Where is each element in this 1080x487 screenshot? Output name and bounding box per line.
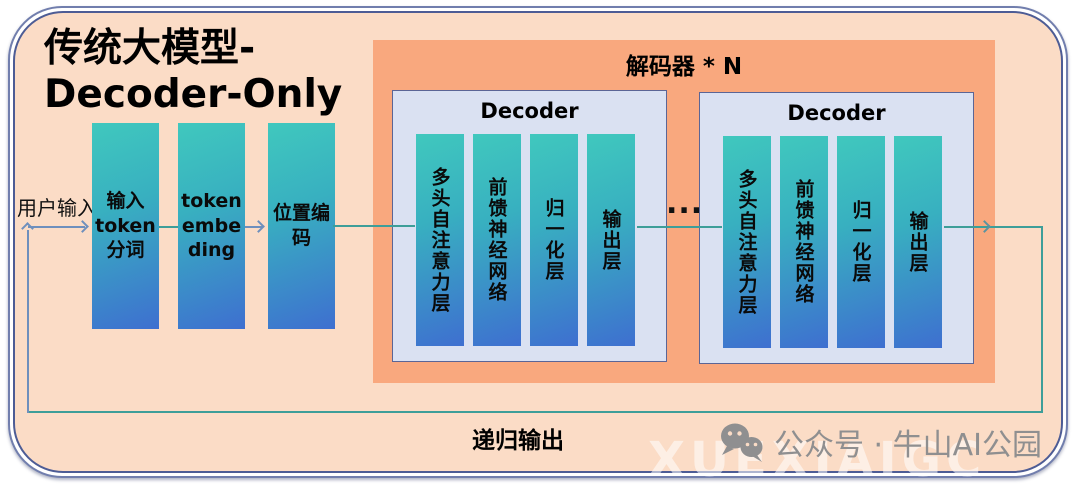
decoder-2-output-label: 输出层 (906, 210, 929, 274)
connector-decoder1-decoder2 (637, 226, 722, 228)
watermark-account-text: 公众号 · 牛山AI公园 (774, 428, 1042, 463)
decoder-2-feedforward-bar: 前馈神经网络 (780, 136, 828, 348)
decoder-2-feedforward-label: 前馈神经网络 (792, 179, 815, 305)
decoder-2-output-bar: 输出层 (894, 136, 942, 348)
connector-box2-box3 (245, 226, 263, 228)
positional-encoding-box: 位置编 码 (268, 123, 335, 329)
decoder-1-self-attention-bar: 多头自注意力层 (416, 134, 464, 346)
positional-encoding-label: 位置编 码 (272, 202, 330, 249)
connector-box1-box2 (159, 226, 178, 228)
connector-decoder2-output (944, 226, 1043, 228)
decoder-1-normalization-bar: 归一化层 (530, 134, 578, 346)
decoder-2-title: Decoder (787, 101, 886, 125)
decoder-2-self-attention-label: 多头自注意力层 (735, 168, 758, 316)
token-embedding-label: token embe ding (181, 189, 242, 262)
token-embedding-box: token embe ding (178, 123, 245, 329)
decoder-2-normalization-bar: 归一化层 (837, 136, 885, 348)
decoder-1-normalization-label: 归一化层 (542, 198, 565, 282)
connector-box3-decoder1 (333, 225, 415, 227)
user-input-label: 用户输入 (17, 196, 97, 220)
recursive-output-label: 递归输出 (472, 428, 564, 454)
user-input-arrow-line (28, 226, 85, 228)
decoder-2-normalization-label: 归一化层 (849, 200, 872, 284)
ellipsis-between-decoders: ... (666, 186, 704, 221)
decoder-1-output-bar: 输出层 (587, 134, 635, 346)
input-token-split-label: 输入 token 分词 (95, 189, 156, 262)
wechat-icon (721, 423, 763, 462)
decoder-panel-2: Decoder 多头自注意力层 前馈神经网络 归一化层 输出层 (699, 92, 974, 364)
diagram-title: 传统大模型- Decoder-Only (44, 26, 343, 118)
decoder-1-feedforward-label: 前馈神经网络 (485, 177, 508, 303)
feedback-loop-bottom-line (28, 411, 1043, 413)
decoder-1-output-label: 输出层 (599, 208, 622, 272)
decoder-1-title: Decoder (480, 99, 579, 123)
background-watermark-text: XUEXIAIGC (648, 432, 987, 487)
input-token-split-box: 输入 token 分词 (92, 123, 159, 329)
decoder-1-feedforward-bar: 前馈神经网络 (473, 134, 521, 346)
watermark-row: 公众号 · 牛山AI公园 (718, 420, 1042, 464)
decoder-1-self-attention-label: 多头自注意力层 (428, 166, 451, 314)
decoder-group-title: 解码器 * N (625, 54, 743, 80)
feedback-loop-left-line (27, 230, 29, 413)
decoder-panel-1: Decoder 多头自注意力层 前馈神经网络 归一化层 输出层 (392, 90, 667, 362)
decoder-2-self-attention-bar: 多头自注意力层 (723, 136, 771, 348)
feedback-loop-right-line (1041, 226, 1043, 413)
